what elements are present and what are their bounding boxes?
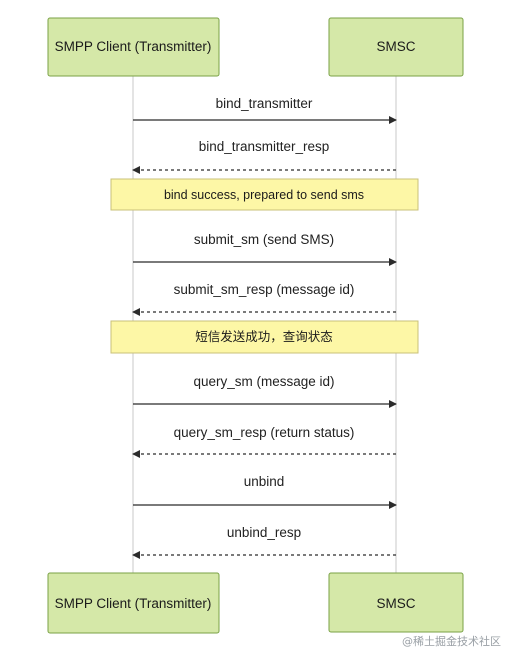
message-unbind: unbind — [133, 474, 397, 509]
message-bind-transmitter: bind_transmitter — [133, 96, 397, 124]
message-submit-sm-resp: submit_sm_resp (message id) — [132, 282, 396, 316]
note-label: 短信发送成功，查询状态 — [195, 329, 333, 344]
message-label: submit_sm (send SMS) — [194, 232, 334, 247]
smsc-actor-top-label: SMSC — [376, 39, 415, 54]
smsc-actor-bottom-label: SMSC — [376, 596, 415, 611]
note-bind-success: bind success, prepared to send sms — [110, 178, 419, 211]
message-label: query_sm_resp (return status) — [174, 425, 355, 440]
message-label: query_sm (message id) — [193, 374, 334, 389]
smsc-actor-bottom: SMSC — [328, 572, 464, 633]
message-submit-sm: submit_sm (send SMS) — [133, 232, 397, 266]
message-query-sm-resp: query_sm_resp (return status) — [132, 425, 396, 458]
client-actor-top-label: SMPP Client (Transmitter) — [55, 39, 212, 54]
message-label: unbind_resp — [227, 525, 301, 540]
client-actor-top: SMPP Client (Transmitter) — [47, 17, 220, 77]
watermark: @稀土掘金技术社区 — [402, 635, 501, 648]
message-label: bind_transmitter_resp — [199, 139, 330, 154]
message-label: unbind — [244, 474, 285, 489]
note-send-success: 短信发送成功，查询状态 — [110, 320, 419, 354]
message-query-sm: query_sm (message id) — [133, 374, 397, 408]
message-bind-transmitter-resp: bind_transmitter_resp — [132, 139, 396, 174]
message-unbind-resp: unbind_resp — [132, 525, 396, 559]
smsc-actor-top: SMSC — [328, 17, 464, 77]
message-label: bind_transmitter — [216, 96, 313, 111]
client-actor-bottom: SMPP Client (Transmitter) — [47, 572, 220, 634]
client-actor-bottom-label: SMPP Client (Transmitter) — [55, 596, 212, 611]
note-label: bind success, prepared to send sms — [164, 188, 364, 202]
message-label: submit_sm_resp (message id) — [174, 282, 355, 297]
